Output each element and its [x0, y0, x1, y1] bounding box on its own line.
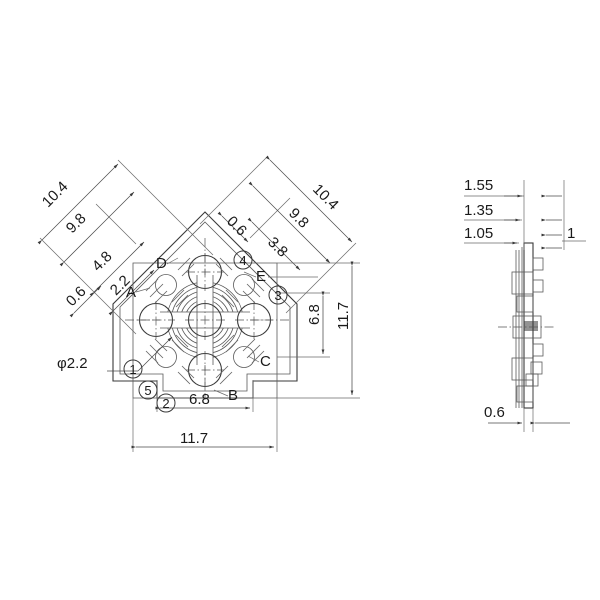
dimline-2-2-left [108, 269, 155, 316]
marker-3-label: 3 [274, 288, 281, 303]
side-profile-body [498, 242, 556, 409]
dimline-3-8-right [247, 217, 301, 271]
dimline-9-8-left [59, 191, 135, 267]
hole-south [186, 351, 224, 389]
marker-5: 5 [138, 380, 158, 400]
letter-a: A [126, 284, 136, 301]
horizontal-dimensions: 6.8 11.7 [131, 380, 278, 452]
letter-e: E [256, 268, 266, 285]
dimtext-1-right: 1 [567, 225, 575, 242]
hole-ne [233, 274, 255, 296]
letter-b: B [228, 387, 238, 404]
marker-2-label: 2 [162, 396, 169, 411]
letter-d: D [156, 255, 167, 272]
marker-4-label: 4 [239, 253, 246, 268]
vertical-dimensions: 11.7 6.8 [277, 261, 360, 399]
dimtext-6-8-vertical: 6.8 [306, 304, 323, 325]
dimtext-1-55: 1.55 [464, 177, 493, 194]
diagonal-holes [155, 274, 255, 368]
diameter-callout: φ2.2 [57, 336, 173, 372]
hole-east [235, 301, 273, 339]
hole-nw [155, 274, 177, 296]
dimtext-10-4-left: 10.4 [39, 178, 72, 211]
left-diagonal-dimensions: 10.4 9.8 4.8 2.2 0.6 [37, 159, 214, 335]
dimtext-0-6-side: 0.6 [484, 404, 505, 421]
marker-4: 4 [233, 250, 253, 270]
item-markers: 1 5 2 3 4 [123, 250, 288, 413]
dimtext-1-35: 1.35 [464, 202, 493, 219]
dimline-4-8-left [89, 241, 145, 297]
dimtext-9-8-right: 9.8 [285, 205, 312, 232]
cardinal-holes [137, 253, 273, 389]
letter-callouts: A B C D E [126, 255, 318, 404]
front-view: 10.4 9.8 4.8 2.2 0.6 10.4 9.8 [37, 155, 360, 452]
dimtext-0-6-right: 0.6 [223, 213, 250, 240]
dimtext-10-4-right: 10.4 [309, 181, 342, 214]
dimline-0-6-left [69, 285, 102, 318]
side-view: 1.55 1.35 1.05 1 0.6 [464, 177, 586, 432]
hole-west [137, 301, 175, 339]
marker-1-label: 1 [129, 362, 136, 377]
dimtext-11-7-vertical: 11.7 [335, 302, 352, 330]
center-hole [185, 300, 225, 340]
marker-3: 3 [268, 285, 288, 305]
letter-c: C [260, 353, 271, 370]
dimtext-1-05: 1.05 [464, 225, 493, 242]
dimtext-4-8-left: 4.8 [89, 248, 116, 275]
side-view-top-dimensions: 1.55 1.35 1.05 1 [464, 177, 586, 250]
dimtext-11-7-horizontal: 11.7 [180, 430, 208, 447]
dimtext-9-8-left: 9.8 [63, 210, 90, 237]
dimline-0-6-right [217, 211, 249, 243]
dimtext-0-6-left: 0.6 [63, 283, 90, 310]
marker-1: 1 [123, 359, 143, 379]
hole-sw [155, 346, 177, 368]
body-inner-profile [119, 221, 291, 392]
marker-5-label: 5 [144, 383, 151, 398]
side-view-thickness-dimension: 0.6 [484, 404, 570, 432]
callout-diameter-2-2: φ2.2 [57, 355, 88, 372]
hole-se [233, 346, 255, 368]
hole-north [186, 253, 224, 291]
marker-2: 2 [156, 393, 176, 413]
dimtext-6-8-horizontal: 6.8 [189, 391, 210, 408]
